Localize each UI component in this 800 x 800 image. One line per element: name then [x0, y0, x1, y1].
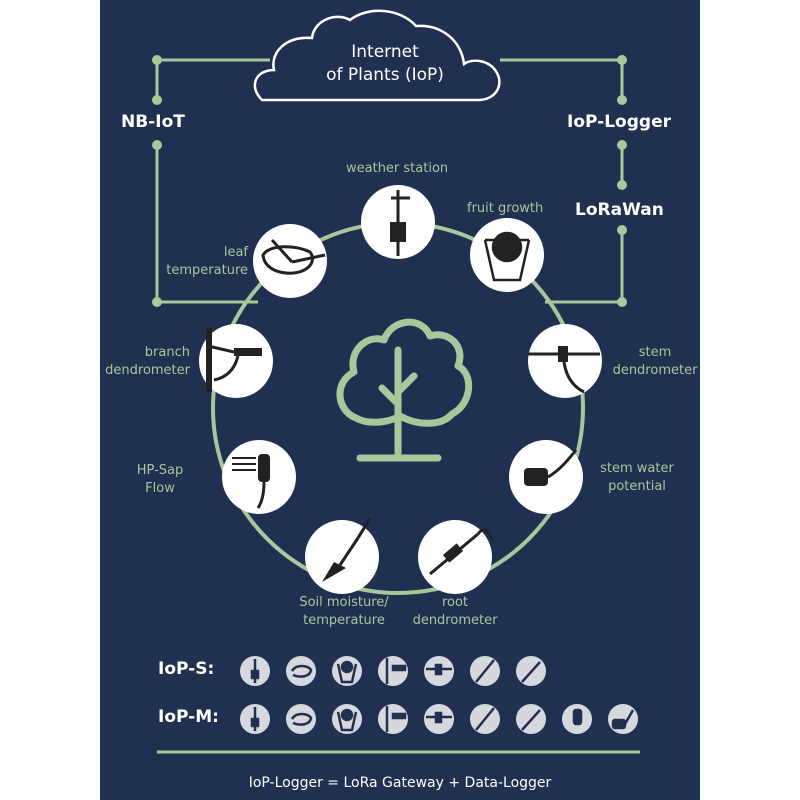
branch-dendrometer-icon	[206, 328, 262, 392]
product-rows	[238, 654, 640, 736]
nb-iot-label: NB-IoT	[121, 112, 185, 132]
tree-icon	[336, 318, 473, 462]
fruit-growth-circle	[470, 218, 544, 292]
leaf-temperature-label: leaf temperature	[166, 245, 248, 278]
leaf-temperature-icon	[261, 238, 326, 275]
root-dendrometer-label: root dendrometer	[412, 595, 498, 628]
diagram-canvas	[152, 9, 640, 754]
branch-dendrometer-circle	[199, 324, 273, 398]
stem-water-potential-label: stem water potential	[600, 461, 674, 494]
branch-dendrometer-label: branch dendrometer	[105, 345, 190, 378]
soil-moisture-label: Soil moisture/ temperature	[299, 595, 389, 628]
hp-sap-flow-label: HP-Sap Flow	[136, 463, 184, 496]
link-dots	[152, 55, 627, 307]
leaf-temperature-circle	[253, 224, 327, 298]
soil-moisture-icon	[322, 517, 372, 582]
hp-sap-flow-icon	[232, 454, 270, 509]
hp-sap-flow-circle	[222, 440, 296, 514]
iop-m-label: IoP-M:	[158, 707, 219, 727]
cloud-icon	[253, 9, 501, 102]
weather-station-icon	[390, 190, 410, 256]
stem-dendrometer-icon	[528, 346, 600, 394]
sensor-circles	[199, 185, 602, 594]
lorawan-label: LoRaWan	[575, 200, 664, 220]
stem-water-potential-circle	[509, 440, 583, 514]
iop-s-label: IoP-S:	[158, 659, 215, 679]
iop-m-glyphs	[250, 706, 635, 732]
stem-water-potential-icon	[524, 449, 578, 486]
iop-logger-label: IoP-Logger	[567, 112, 671, 132]
iop-s-glyphs	[250, 658, 541, 684]
stem-dendrometer-label: stem dendrometer	[612, 345, 698, 378]
weather-station-label: weather station	[346, 161, 449, 176]
iop-m-leaf-icon	[284, 702, 318, 736]
soil-moisture-circle	[305, 517, 379, 594]
cloud-title: Internet of Plants (IoP)	[326, 42, 444, 85]
iop-s-leaf-icon	[284, 654, 318, 688]
fruit-growth-icon	[483, 231, 531, 282]
stem-dendrometer-circle	[528, 324, 602, 398]
root-dendrometer-circle	[418, 520, 494, 594]
diagram-panel: Internet of Plants (IoP) NB-IoT IoP-Logg…	[100, 0, 700, 800]
footer-caption: IoP-Logger = LoRa Gateway + Data-Logger	[248, 775, 552, 791]
root-dendrometer-icon	[429, 528, 494, 576]
fruit-growth-label: fruit growth	[467, 201, 544, 216]
weather-station-circle	[361, 185, 435, 259]
